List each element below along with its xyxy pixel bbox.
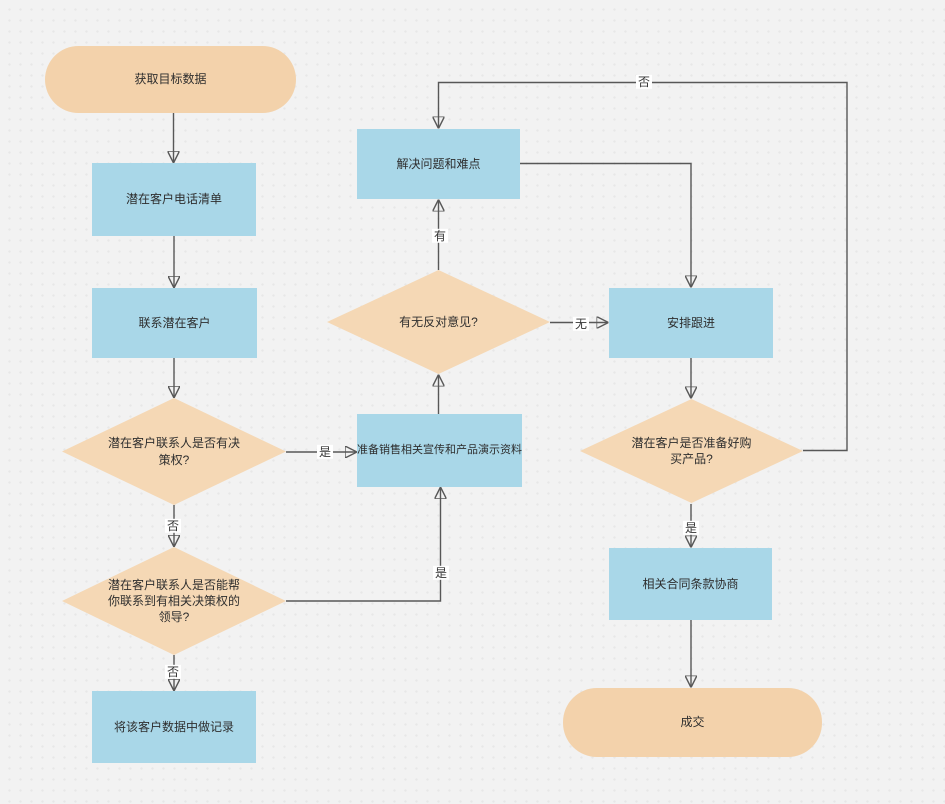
node-contact-prospect[interactable]: 联系潜在客户 xyxy=(92,288,257,358)
node-start-terminator[interactable]: 获取目标数据 xyxy=(45,46,296,113)
node-schedule-follow-up[interactable]: 安排跟进 xyxy=(609,288,773,358)
node-contract-negotiation[interactable]: 相关合同条款协商 xyxy=(609,548,772,620)
node-record-in-database[interactable]: 将该客户数据中做记录 xyxy=(92,691,256,763)
connector-decision4-no-loop-to-solve xyxy=(439,81,848,452)
edge-label-decision4-yes: 是 xyxy=(682,520,700,536)
edge-label-decision1-no: 否 xyxy=(164,518,182,534)
edge-label-decision4-no: 否 xyxy=(635,74,653,90)
node-solve-problems[interactable]: 解决问题和难点 xyxy=(357,129,520,199)
edge-label-decision2-no: 否 xyxy=(164,664,182,680)
node-deal-closed-terminator[interactable]: 成交 xyxy=(563,688,822,757)
edge-label-decision3-have: 有 xyxy=(431,228,449,244)
edge-label-decision1-yes: 是 xyxy=(316,444,334,460)
node-prepare-materials[interactable]: 准备销售相关宣传和产品演示资料 xyxy=(357,414,522,487)
connector-decision2-yes-to-prepare xyxy=(286,488,441,602)
node-phone-list[interactable]: 潜在客户电话清单 xyxy=(92,163,256,236)
edge-label-decision2-yes: 是 xyxy=(432,565,450,581)
connector-solve-to-follow xyxy=(520,162,691,287)
edge-label-decision3-none: 无 xyxy=(572,316,590,332)
